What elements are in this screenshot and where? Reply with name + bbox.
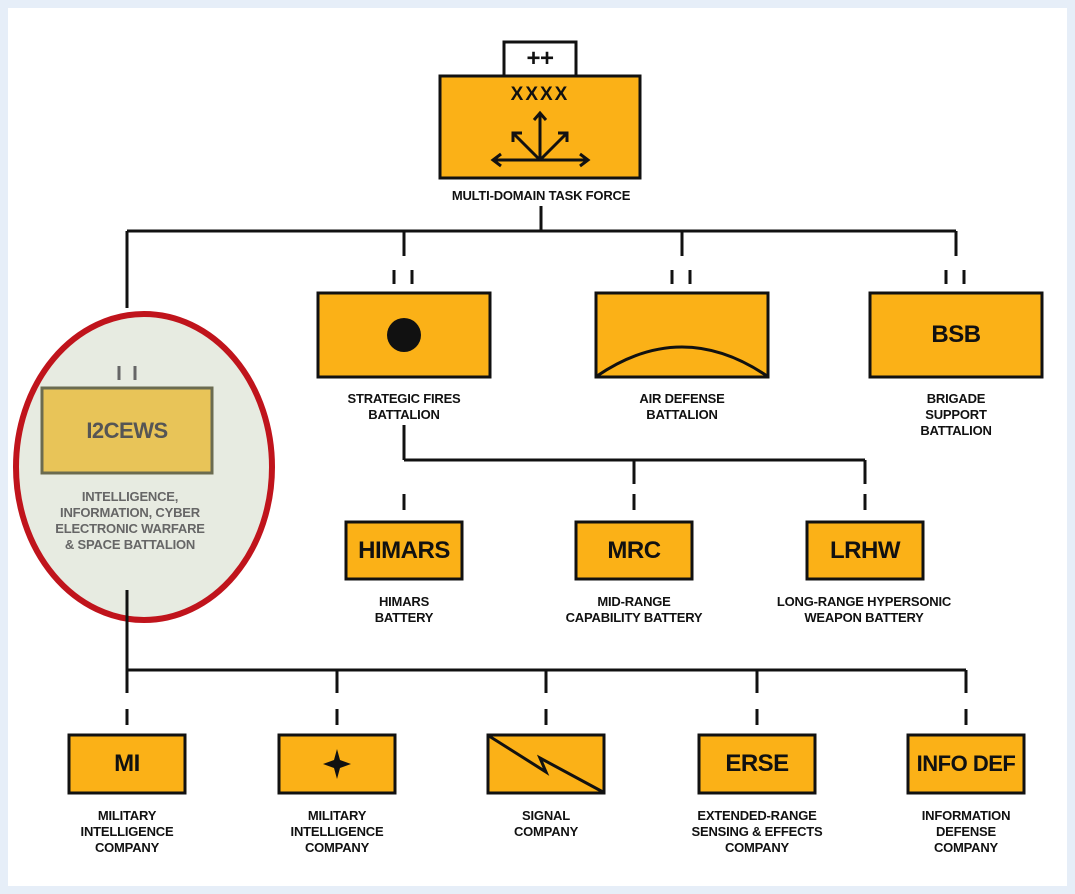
reinforced-marker: ++ (526, 45, 554, 72)
i2cews-abbr: I2CEWS (86, 417, 168, 443)
bsb-label: BRIGADE SUPPORT BATTALION (920, 391, 992, 438)
mi-company-2-box (277, 733, 397, 795)
mrc-abbr: MRC (607, 536, 661, 564)
reinforced-box (502, 40, 578, 78)
mrc-label: MID-RANGE CAPABILITY BATTERY (565, 594, 703, 625)
multi-domain-arrows-icon (490, 110, 591, 168)
bsb-box (868, 291, 1044, 379)
strategic-fires-label: STRATEGIC FIRES BATTALION (347, 391, 461, 422)
erse-label: EXTENDED-RANGE SENSING & EFFECTS COMPANY (691, 808, 823, 855)
org-chart: ++ XXXX MULTI-DOMAIN TASK FORCE I2CEWS I… (8, 8, 1067, 886)
lrhw-abbr: LRHW (830, 536, 900, 564)
air-defense-label: AIR DEFENSE BATTALION (639, 391, 725, 422)
info-def-label: INFORMATION DEFENSE COMPANY (921, 808, 1011, 855)
air-defense-box (594, 291, 770, 379)
filled-circle-icon (387, 318, 421, 352)
org-chart-graphics (13, 40, 1044, 795)
lrhw-label: LONG-RANGE HYPERSONIC WEAPON BATTERY (776, 594, 952, 625)
himars-label: HIMARS BATTERY (374, 594, 434, 625)
himars-abbr: HIMARS (358, 536, 450, 564)
signal-company-label: SIGNAL COMPANY (513, 808, 579, 839)
mi-company-2-label: MILITARY INTELLIGENCE COMPANY (290, 808, 384, 855)
air-defense-dome-icon (596, 345, 768, 378)
info-def-box (906, 733, 1026, 795)
erse-box (697, 733, 817, 795)
lightning-icon (488, 734, 604, 794)
himars-box (344, 520, 464, 581)
mi-company-label: MILITARY INTELLIGENCE COMPANY (80, 808, 174, 855)
erse-abbr: ERSE (725, 750, 789, 777)
i2cews-echelon-mark (117, 366, 137, 380)
connector-lines (125, 206, 968, 725)
info-def-abbr: INFO DEF (916, 751, 1016, 776)
hq-label: MULTI-DOMAIN TASK FORCE (451, 188, 631, 203)
mi-abbr: MI (114, 750, 140, 777)
i2cews-box (40, 386, 214, 475)
hq-echelon-marker: XXXX (510, 84, 570, 105)
lrhw-box (805, 520, 925, 581)
i2cews-label: INTELLIGENCE, INFORMATION, CYBER ELECTRO… (55, 489, 205, 552)
star-burst-icon (323, 749, 351, 779)
mrc-box (574, 520, 694, 581)
mi-company-box (67, 733, 187, 795)
echelon-marks (392, 270, 966, 284)
bsb-abbr: BSB (931, 321, 981, 348)
